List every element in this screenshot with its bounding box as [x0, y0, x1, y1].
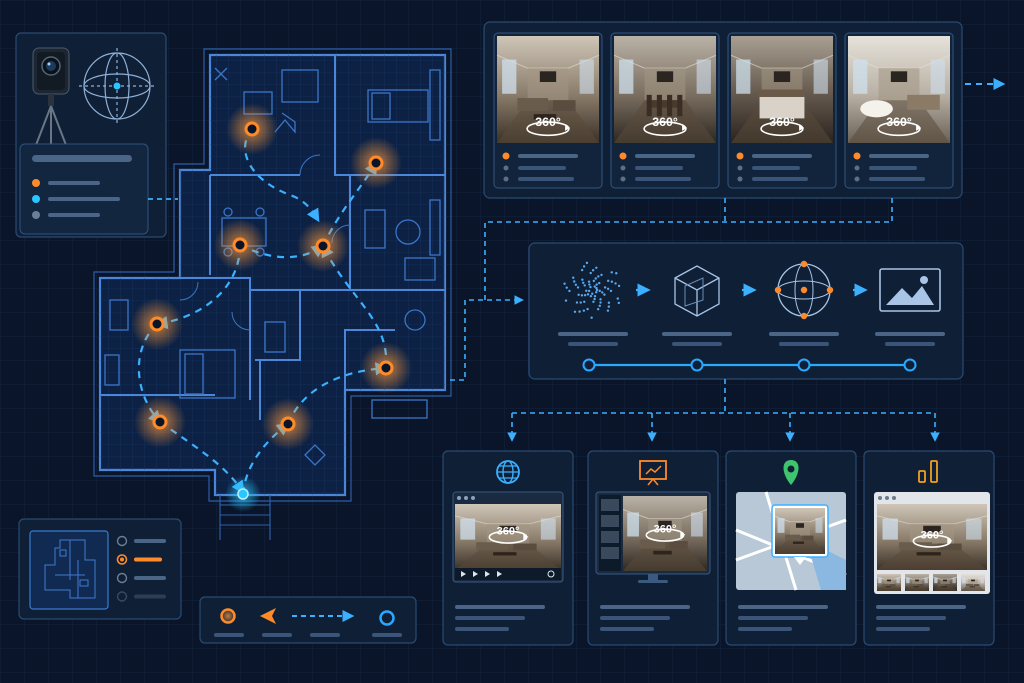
map-pin-icon	[783, 460, 799, 485]
panorama-card-dining-room[interactable]: 360°	[610, 32, 720, 189]
room-photo	[876, 574, 902, 591]
status-dot	[619, 152, 627, 160]
image-icon	[875, 268, 945, 346]
presentation-icon	[639, 460, 667, 486]
bar-chart-icon	[918, 460, 938, 483]
start-point-icon	[220, 608, 236, 624]
end-point-icon	[379, 610, 395, 626]
sphere-icon	[769, 260, 839, 346]
entry-point	[225, 476, 261, 512]
legend-item	[32, 211, 100, 219]
360-label: 360°	[769, 115, 795, 129]
minimap-legend-item	[116, 535, 166, 547]
360-badge: 360°	[877, 115, 922, 137]
camera-points	[131, 103, 412, 512]
360-label: 360°	[886, 115, 912, 129]
camera-point	[360, 342, 412, 394]
camera-point	[350, 137, 402, 189]
room-photo	[904, 574, 930, 591]
360-label: 360°	[652, 115, 678, 129]
room-photo	[730, 36, 834, 143]
360-label: 360°	[654, 524, 677, 536]
globe-icon	[496, 460, 520, 484]
status-dot	[853, 152, 861, 160]
room-photo	[960, 574, 986, 591]
status-dot	[502, 152, 510, 160]
360-camera-icon	[32, 47, 70, 146]
point-cloud-icon	[558, 261, 628, 346]
360-badge: 360°	[488, 526, 529, 544]
3d-cube-icon	[662, 265, 732, 346]
360-label: 360°	[497, 526, 520, 538]
room-photo	[454, 504, 562, 570]
direction-legend	[199, 596, 417, 644]
panorama-card-bathroom[interactable]: 360°	[844, 32, 954, 189]
output-card-gallery[interactable]: 360°	[863, 450, 995, 646]
minimap-legend-item	[116, 591, 166, 602]
pipeline-timeline	[582, 358, 917, 372]
status-dot	[736, 152, 744, 160]
floor-plan	[93, 48, 452, 540]
panorama-card-bedroom[interactable]: 360°	[727, 32, 837, 189]
panorama-sphere-icon	[79, 48, 155, 124]
legend-item	[32, 179, 100, 187]
360-badge: 360°	[526, 115, 571, 137]
minimap-floorplan-icon	[44, 539, 96, 599]
camera-point	[262, 398, 314, 450]
camera-point	[134, 396, 186, 448]
360-badge: 360°	[912, 530, 953, 548]
minimap-panel	[18, 518, 182, 620]
camera-point	[131, 298, 183, 350]
arrow-left-icon	[260, 608, 276, 624]
output-card-web-viewer[interactable]: 360°	[442, 450, 574, 646]
camera-point	[214, 219, 266, 271]
capture-device-panel	[15, 32, 167, 238]
room-photo	[622, 496, 708, 571]
camera-point	[297, 220, 349, 272]
360-badge: 360°	[645, 524, 686, 542]
minimap-legend-item	[116, 572, 166, 584]
360-label: 360°	[921, 530, 944, 542]
room-photo	[932, 574, 958, 591]
360-badge: 360°	[643, 115, 688, 137]
output-card-monitor[interactable]: 360°	[587, 450, 719, 646]
legend-item	[32, 195, 120, 203]
360-badge: 360°	[760, 115, 805, 137]
minimap-legend-item	[116, 554, 162, 565]
camera-point	[226, 103, 278, 155]
panorama-panel: 360° 360° 360° 360°	[483, 21, 963, 199]
panorama-card-living-room[interactable]: 360°	[493, 32, 603, 189]
capture-legend	[32, 179, 120, 219]
output-cards: 360° 360° 360°	[442, 450, 995, 646]
room-photo	[847, 36, 951, 143]
output-card-map[interactable]	[725, 450, 857, 646]
room-photo	[876, 504, 988, 570]
360-label: 360°	[535, 115, 561, 129]
room-photo	[774, 508, 826, 554]
processing-pipeline-panel	[528, 242, 964, 380]
